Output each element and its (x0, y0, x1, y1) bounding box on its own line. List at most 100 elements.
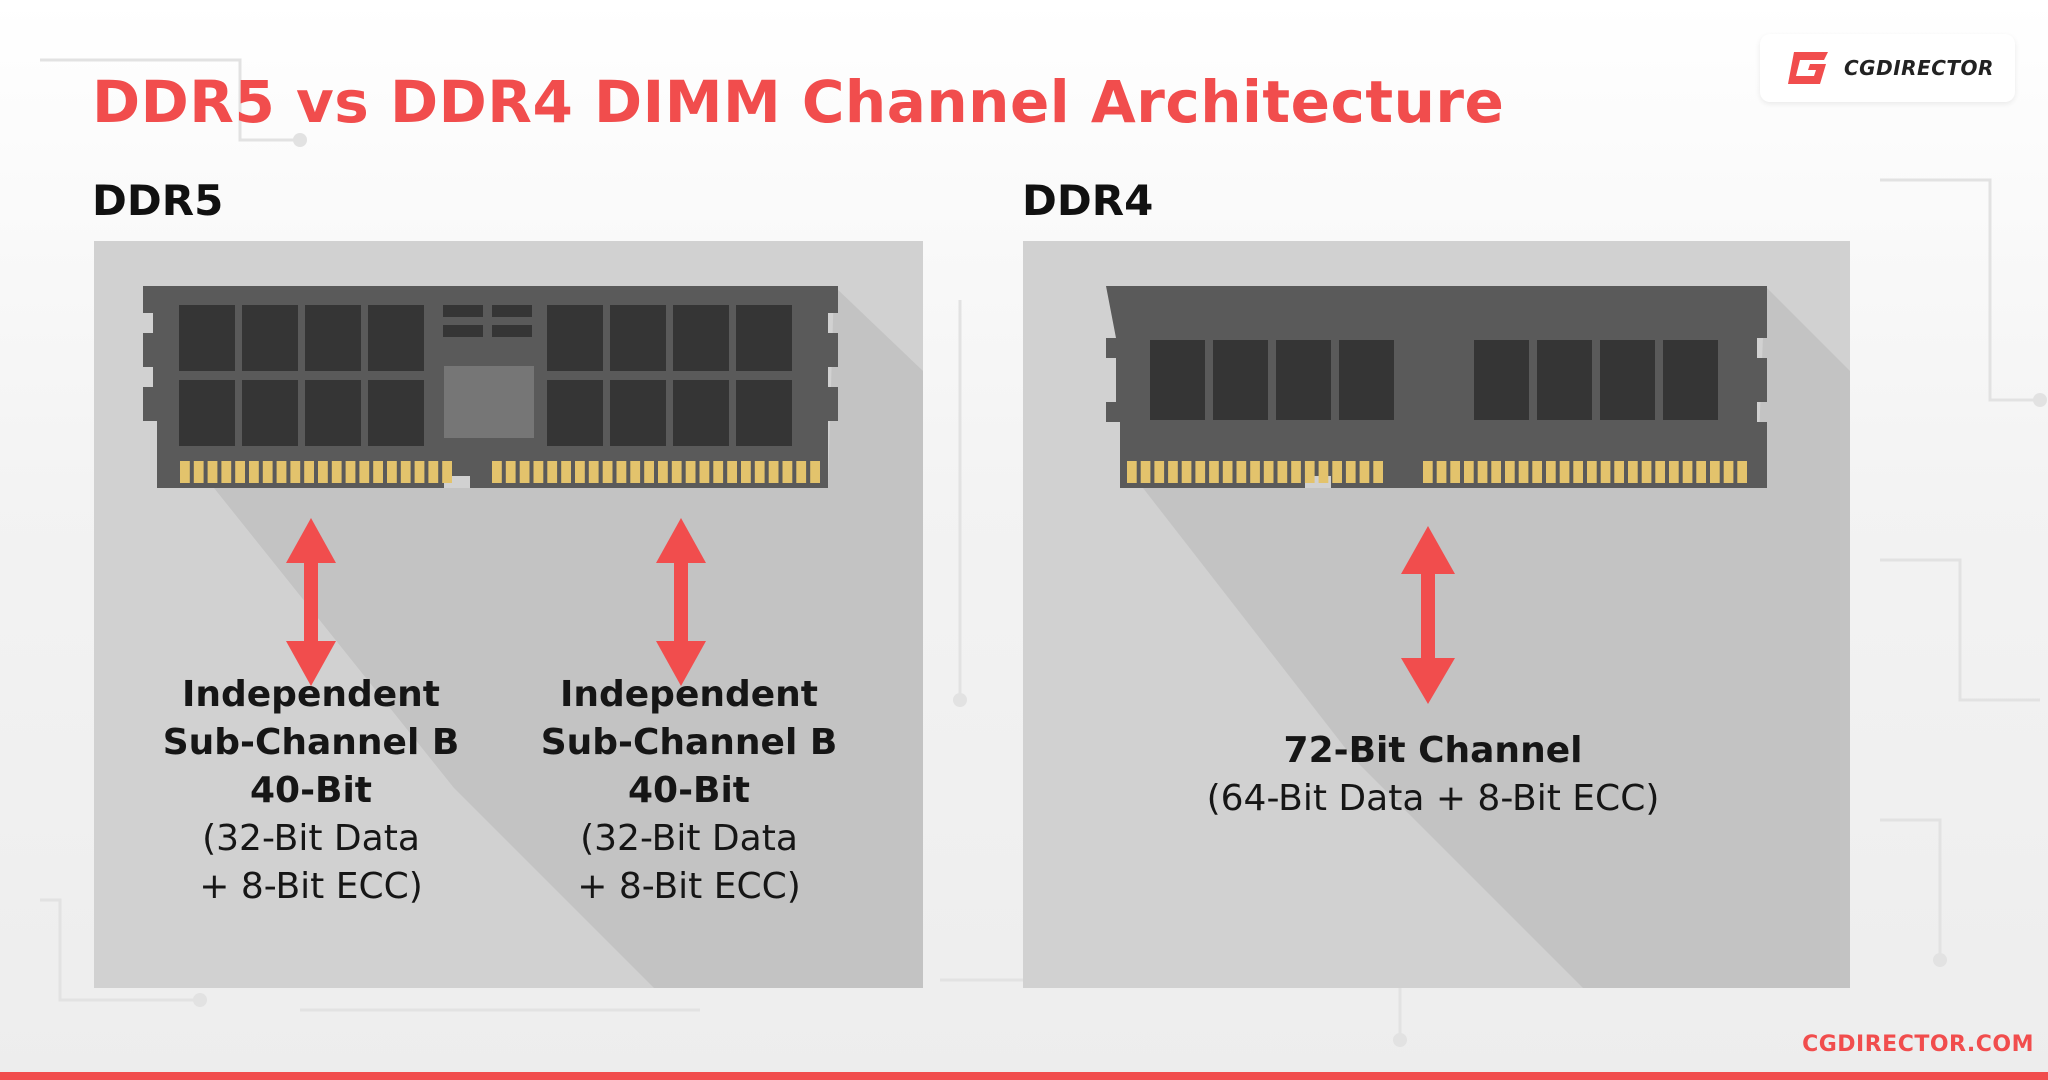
gold-pin (387, 461, 397, 483)
subchannel-name-2: Sub-Channel B (540, 722, 838, 763)
gold-pin (1518, 461, 1529, 483)
gold-pin (1710, 461, 1720, 483)
gold-pin (1573, 461, 1583, 483)
gold-pin (1737, 461, 1747, 483)
ddr4-chips-right (1474, 340, 1718, 420)
subchannel-width: 40-Bit (627, 770, 751, 811)
ddr5-label: DDR5 (92, 176, 224, 225)
gold-pin (685, 461, 696, 483)
ddr4-module-shadow (1143, 286, 1850, 988)
gold-pin (575, 461, 585, 483)
page-title: DDR5 vs DDR4 DIMM Channel Architecture (92, 68, 1505, 136)
gold-pin (602, 461, 613, 483)
gold-pin (658, 461, 668, 483)
ddr5-arrow-right (656, 518, 706, 686)
subchannel-detail: (32-Bit Data (580, 818, 798, 859)
gold-pin (1532, 461, 1542, 483)
gold-pin (1682, 461, 1693, 483)
gold-pin (1723, 461, 1734, 483)
gold-pin (754, 461, 765, 483)
gold-pin (1587, 461, 1597, 483)
ddr5-subchannel-caption-1: Independent Sub-Channel B 40-Bit (32-Bit… (111, 671, 511, 911)
gold-pin (373, 461, 383, 483)
subchannel-detail-2: + 8-Bit ECC) (577, 866, 801, 907)
ddr5-controller-chip (444, 366, 534, 438)
gold-pin (1318, 461, 1329, 483)
gold-pin (519, 461, 530, 483)
gold-pin (1450, 461, 1460, 483)
gold-pin (1614, 461, 1624, 483)
gold-pin (547, 461, 558, 483)
gold-pin (221, 461, 232, 483)
gold-pin (1491, 461, 1501, 483)
gold-pin (1304, 461, 1315, 483)
gold-pin (180, 461, 190, 483)
gold-pin (331, 461, 342, 483)
footer-url[interactable]: CGDIRECTOR.COM (1802, 1032, 2034, 1057)
gold-pin (1359, 461, 1370, 483)
gold-pin (442, 461, 452, 483)
subchannel-detail: (32-Bit Data (202, 818, 420, 859)
gold-pin (207, 461, 218, 483)
ddr4-pins-right (1423, 461, 1747, 483)
gold-pin (1195, 461, 1206, 483)
gold-pin (1696, 461, 1706, 483)
ddr5-module-shadow (214, 286, 923, 988)
ddr5-pins-left (180, 461, 452, 483)
ddr4-channel-caption: 72-Bit Channel (64-Bit Data + 8-Bit ECC) (1113, 727, 1753, 823)
ddr5-panel: Independent Sub-Channel B 40-Bit (32-Bit… (94, 241, 923, 988)
ddr4-pins-left (1127, 461, 1383, 483)
gold-pin (318, 461, 328, 483)
gold-pin (533, 461, 544, 483)
gold-pin (796, 461, 807, 483)
gold-pin (1477, 461, 1488, 483)
ddr5-chips-right (547, 305, 792, 446)
ddr4-label: DDR4 (1022, 176, 1154, 225)
gold-pin (1436, 461, 1447, 483)
subchannel-detail-2: + 8-Bit ECC) (199, 866, 423, 907)
gold-pin (345, 461, 356, 483)
gold-pin (1655, 461, 1665, 483)
logo-text: CGDIRECTOR (1844, 56, 1994, 80)
gold-pin (359, 461, 370, 483)
cgdirector-logo-icon (1788, 52, 1828, 84)
ddr5-arrow-left (286, 518, 336, 686)
gold-pin (1505, 461, 1515, 483)
gold-pin (1641, 461, 1652, 483)
gold-pin (1628, 461, 1638, 483)
gold-pin (1669, 461, 1679, 483)
gold-pin (644, 461, 654, 483)
cgdirector-logo[interactable]: CGDIRECTOR (1760, 34, 2015, 102)
ddr4-chips-left (1150, 340, 1394, 420)
gold-pin (713, 461, 724, 483)
gold-pin (290, 461, 301, 483)
gold-pin (616, 461, 627, 483)
gold-pin (768, 461, 779, 483)
subchannel-name: Independent (559, 674, 819, 715)
gold-pin (1154, 461, 1165, 483)
ddr5-pins-right (492, 461, 820, 483)
gold-pin (671, 461, 682, 483)
gold-pin (193, 461, 204, 483)
gold-pin (276, 461, 287, 483)
ddr5-pmic (443, 305, 532, 337)
ddr4-arrow (1401, 526, 1455, 704)
gold-pin (1236, 461, 1247, 483)
gold-pin (235, 461, 245, 483)
subchannel-name-2: Sub-Channel B (162, 722, 460, 763)
gold-pin (561, 461, 571, 483)
gold-pin (1263, 461, 1274, 483)
gold-pin (400, 461, 411, 483)
gold-pin (741, 461, 751, 483)
gold-pin (727, 461, 737, 483)
subchannel-name: Independent (181, 674, 441, 715)
gold-pin (1181, 461, 1192, 483)
gold-pin (810, 461, 820, 483)
ddr5-subchannel-caption-2: Independent Sub-Channel B 40-Bit (32-Bit… (489, 671, 889, 911)
gold-pin (630, 461, 641, 483)
gold-pin (1127, 461, 1137, 483)
gold-pin (1332, 461, 1342, 483)
gold-pin (1423, 461, 1433, 483)
gold-pin (428, 461, 439, 483)
gold-pin (492, 461, 502, 483)
